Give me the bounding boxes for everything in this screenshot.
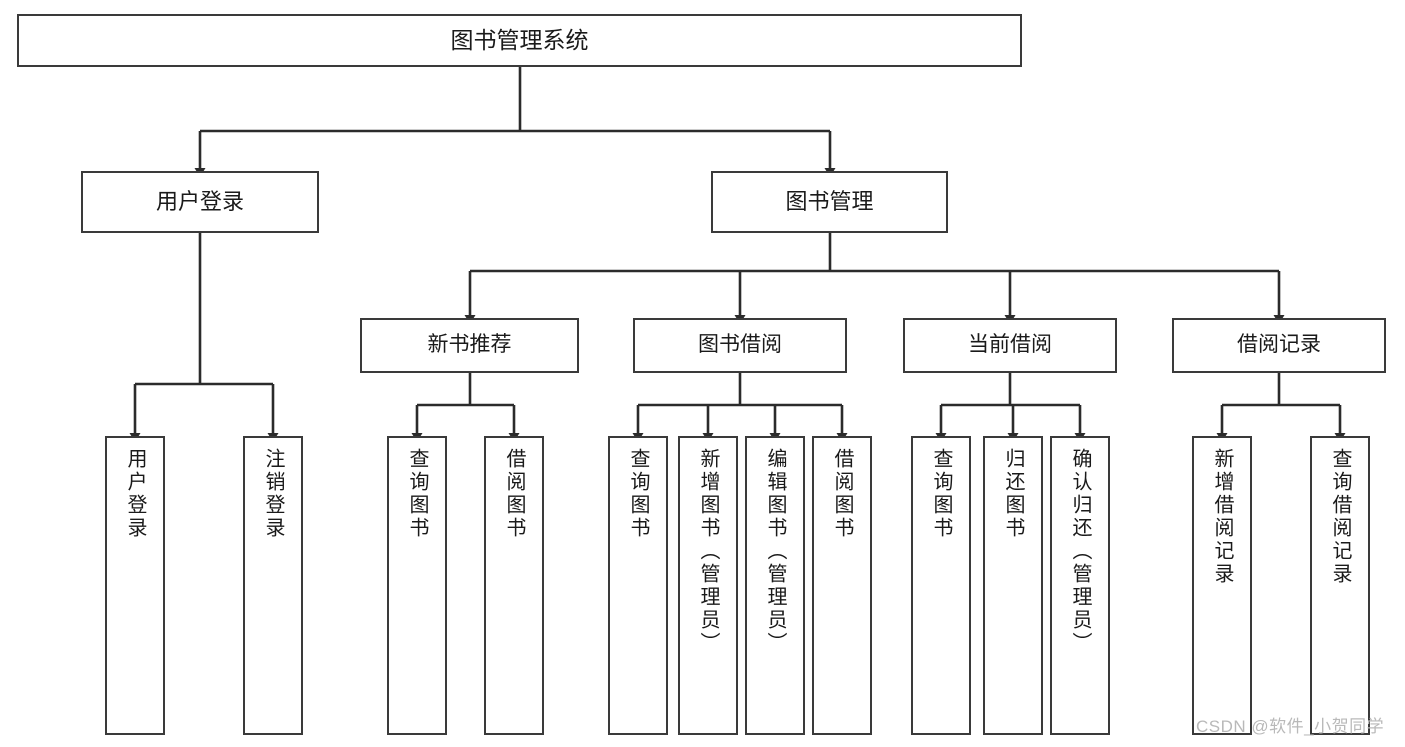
node-box: 图书借阅 [633, 318, 847, 373]
leaf-node: 确认归还（管理员） [1050, 436, 1110, 735]
leaf-node: 查询图书 [387, 436, 447, 735]
node-label: 查询图书 [930, 448, 952, 540]
leaf-node: 新增借阅记录 [1192, 436, 1252, 735]
node-label: 归还图书 [1002, 448, 1024, 540]
node-box: 用户登录 [81, 171, 319, 233]
node-box: 借阅记录 [1172, 318, 1386, 373]
node-label: 编辑图书（管理员） [764, 448, 786, 655]
leaf-node: 查询借阅记录 [1310, 436, 1370, 735]
leaf-node: 借阅图书 [812, 436, 872, 735]
leaf-node: 编辑图书（管理员） [745, 436, 805, 735]
node-label: 查询图书 [627, 448, 649, 540]
node-label: 当前借阅 [968, 333, 1052, 357]
node-label: 图书管理 [785, 189, 874, 215]
leaf-node: 归还图书 [983, 436, 1043, 735]
node-label: 新增借阅记录 [1211, 448, 1233, 586]
leaf-node: 借阅图书 [484, 436, 544, 735]
node-label: 确认归还（管理员） [1069, 448, 1091, 655]
node-label: 查询借阅记录 [1329, 448, 1351, 586]
leaf-node: 注销登录 [243, 436, 303, 735]
node-label: 查询图书 [406, 448, 428, 540]
node-label: 图书借阅 [698, 333, 782, 357]
node-box: 图书管理 [711, 171, 948, 233]
node-label: 借阅图书 [831, 448, 853, 540]
node-label: 用户登录 [124, 448, 146, 540]
node-box: 当前借阅 [903, 318, 1117, 373]
node-label: 用户登录 [155, 189, 244, 215]
leaf-node: 用户登录 [105, 436, 165, 735]
node-label: 新增图书（管理员） [697, 448, 719, 655]
leaf-node: 查询图书 [911, 436, 971, 735]
node-label: 注销登录 [262, 448, 284, 540]
node-box: 图书管理系统 [17, 14, 1022, 67]
node-label: 借阅记录 [1237, 333, 1321, 357]
node-label: 借阅图书 [503, 448, 525, 540]
leaf-node: 查询图书 [608, 436, 668, 735]
node-label: 新书推荐 [427, 333, 512, 357]
node-label: 图书管理系统 [450, 27, 589, 54]
node-box: 新书推荐 [360, 318, 579, 373]
leaf-node: 新增图书（管理员） [678, 436, 738, 735]
watermark-label: CSDN @软件_小贺同学 [1196, 717, 1385, 736]
